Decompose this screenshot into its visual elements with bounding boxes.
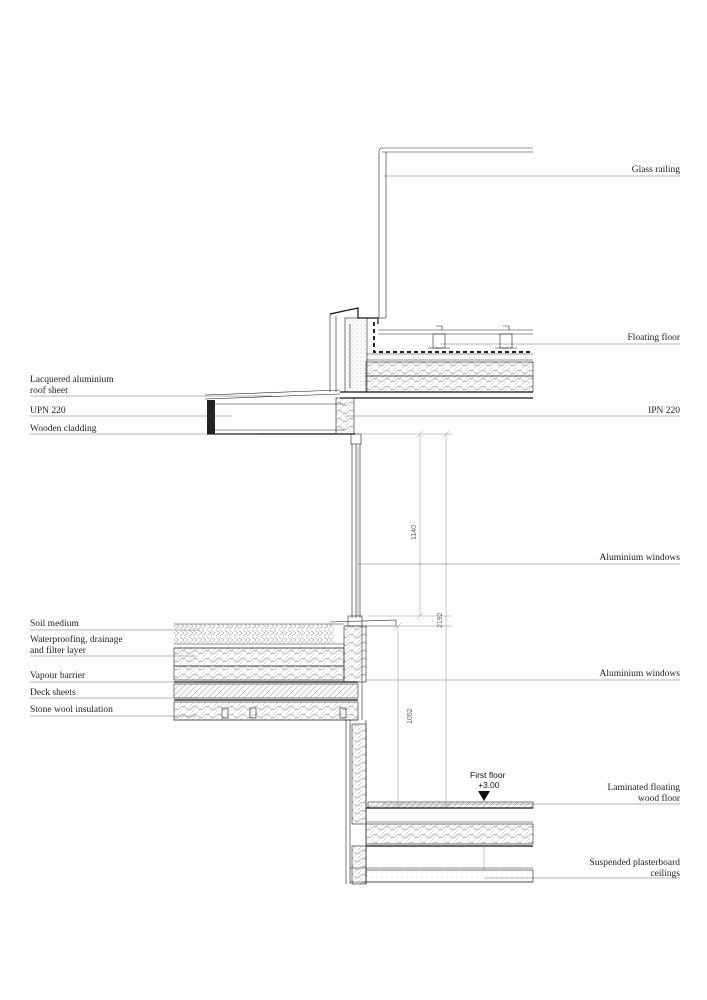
first-floor-slab — [350, 801, 534, 883]
label-soil-medium: Soil medium — [30, 619, 79, 629]
label-laminated-floor-2: wood floor — [638, 793, 681, 804]
level-marker: First floor +3.00 — [470, 770, 506, 801]
label-aluminium-windows-1: Aluminium windows — [600, 553, 681, 563]
parapet-wall-lower — [343, 625, 367, 720]
label-roof-sheet-2: roof sheet — [30, 385, 68, 396]
label-aluminium-windows-2: Aluminium windows — [600, 669, 681, 679]
window-frame-upper — [350, 433, 362, 618]
label-upn-220: UPN 220 — [30, 406, 66, 416]
glass-railing — [378, 147, 533, 319]
roof-insulation-lower — [365, 375, 534, 393]
label-suspended-ceiling-2: ceilings — [650, 869, 680, 879]
label-stone-wool: Stone wool insulation — [30, 705, 113, 715]
label-glass-railing: Glass railing — [632, 165, 681, 175]
leaders-right — [345, 175, 680, 879]
label-roof-sheet-1: Lacquered aluminium — [30, 375, 114, 385]
dim-2192: 2192 — [437, 612, 444, 628]
label-floating-floor: Floating floor — [627, 332, 680, 343]
label-suspended-ceiling-1: Suspended plasterboard — [590, 858, 681, 868]
level-triangle-icon — [478, 791, 490, 801]
window-sill — [329, 615, 397, 627]
label-ipn-220: IPN 220 — [648, 406, 680, 416]
roof-insulation — [365, 361, 534, 377]
dim-1140: 1140 — [411, 525, 418, 540]
level-name: First floor — [470, 770, 506, 780]
ipn-220-beam — [340, 391, 533, 399]
label-waterproofing-2: and filter layer — [30, 645, 87, 656]
floating-floor — [366, 322, 533, 361]
level-value: +3.00 — [478, 780, 500, 790]
green-roof — [173, 623, 359, 721]
dim-1052: 1052 — [407, 708, 414, 724]
roof-sheet-overhang — [204, 389, 355, 435]
external-wall-lower — [345, 720, 367, 885]
label-deck-sheets: Deck sheets — [30, 688, 76, 698]
label-waterproofing-1: Waterproofing, drainage — [30, 634, 123, 645]
label-laminated-floor-1: Laminated floating — [607, 782, 680, 793]
label-wooden-cladding: Wooden cladding — [30, 424, 97, 434]
roof-parapet — [329, 307, 379, 393]
label-vapour-barrier: Vapour barrier — [30, 671, 86, 681]
dimension-lines — [360, 430, 452, 810]
leaders-left — [30, 395, 272, 717]
